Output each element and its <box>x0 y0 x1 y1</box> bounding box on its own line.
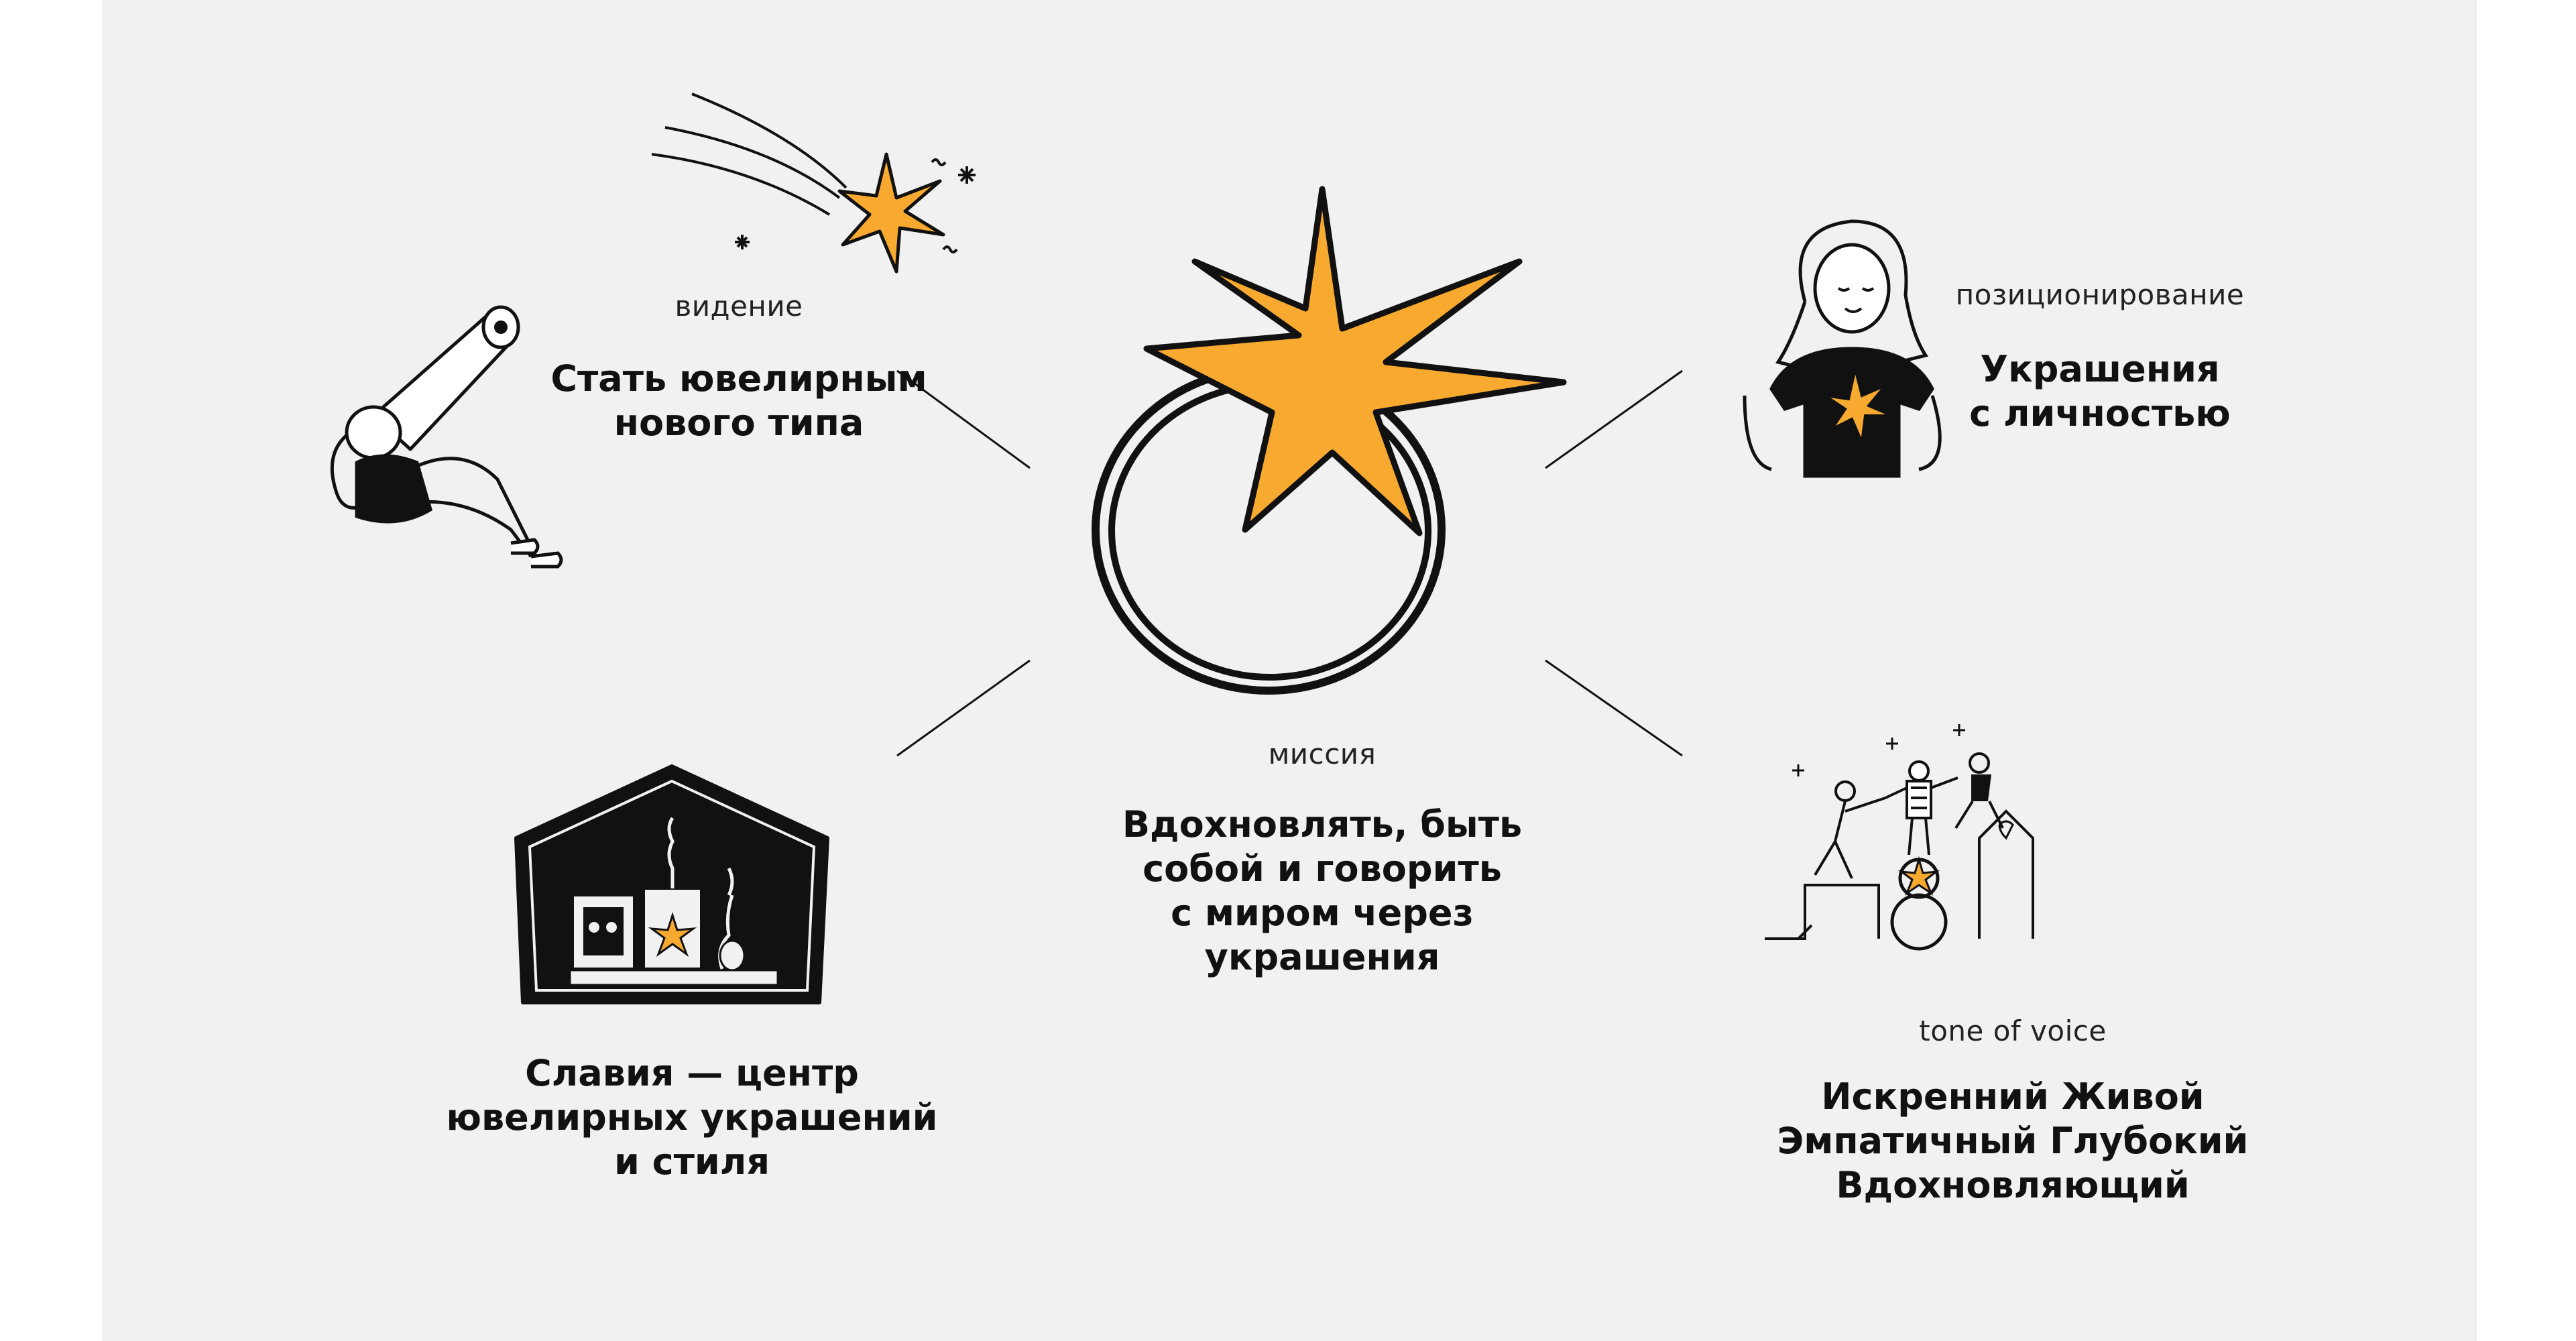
positioning-headline: Украшения с личностью <box>1899 347 2301 436</box>
brand-idea-headline-line: ювелирных украшений <box>446 1096 938 1139</box>
woman-holding-star-icon <box>1743 219 1942 478</box>
positioning-headline-line: Украшения <box>1980 348 2220 390</box>
positioning-label: позиционирование <box>1955 278 2245 311</box>
tone-of-voice-block: tone of voice <box>1845 1014 2180 1047</box>
house-with-shelf-icon <box>514 764 829 1004</box>
diagram-canvas: видение Стать ювелирным нового типа пози… <box>102 0 2477 1341</box>
tone-of-voice-headline-line: Искренний Живой <box>1821 1075 2205 1118</box>
connector-tone <box>1545 659 1683 757</box>
positioning-block: позиционирование <box>1899 278 2301 311</box>
vision-block: видение <box>558 290 920 323</box>
brand-idea-headline-line: Славия — центр <box>525 1052 859 1094</box>
tone-of-voice-headline-line: Вдохновляющий <box>1836 1164 2190 1206</box>
mission-headline-line: с миром через <box>1171 892 1474 934</box>
brand-idea-headline: Славия — центр ювелирных украшений и сти… <box>390 1051 994 1184</box>
mission-block: миссия <box>1121 738 1523 770</box>
tone-of-voice-headline-line: Эмпатичный Глубокий <box>1777 1120 2249 1162</box>
vision-headline: Стать ювелирным нового типа <box>437 357 1041 445</box>
positioning-headline-line: с личностью <box>1969 392 2231 434</box>
connector-positioning <box>1545 369 1683 469</box>
mission-headline-line: украшения <box>1204 936 1440 978</box>
tone-of-voice-label: tone of voice <box>1919 1014 2107 1047</box>
girl-with-telescope-icon <box>330 305 563 569</box>
mission-headline-line: Вдохновлять, быть <box>1122 803 1523 846</box>
mission-headline: Вдохновлять, быть собой и говорить с мир… <box>1020 803 1624 980</box>
vision-headline-line: нового типа <box>613 402 864 444</box>
connector-brand-idea <box>896 659 1031 757</box>
vision-label: видение <box>675 290 803 323</box>
brand-idea-headline-line: и стиля <box>613 1141 770 1183</box>
shooting-star-icon <box>651 93 976 274</box>
connector-vision <box>896 369 1031 469</box>
tone-of-voice-headline: Искренний Живой Эмпатичный Глубокий Вдох… <box>1711 1075 2315 1208</box>
vision-headline-line: Стать ювелирным <box>550 357 927 400</box>
people-holding-hands-icon <box>1765 724 2034 951</box>
mission-headline-line: собой и говорить <box>1143 848 1502 890</box>
mission-label: миссия <box>1268 738 1377 770</box>
connector-lines <box>896 369 1683 757</box>
ring-with-star-icon <box>1092 186 1567 695</box>
